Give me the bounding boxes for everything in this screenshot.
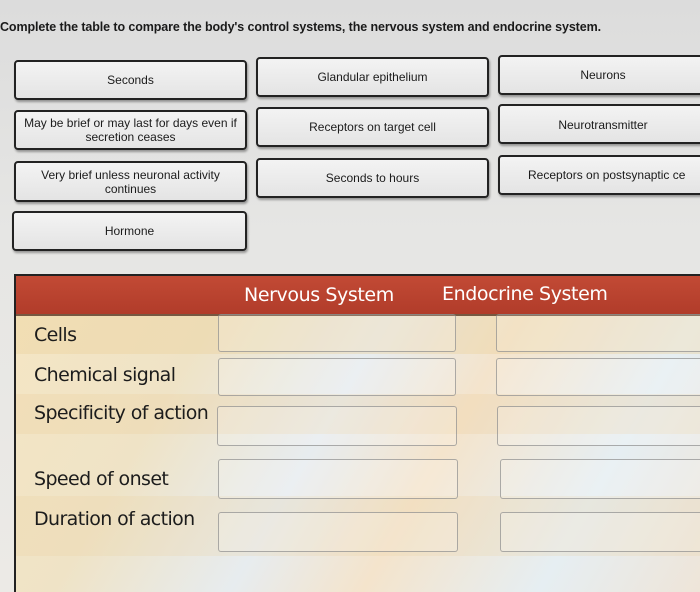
row-band-specificity <box>16 394 700 434</box>
dropzone-endocrine-speed[interactable] <box>500 459 700 499</box>
row-label-cells: Cells <box>34 324 77 346</box>
row-band-cells <box>16 314 700 354</box>
answer-chip-neurons[interactable]: Neurons <box>498 55 700 95</box>
row-label-speed-of-onset: Speed of onset <box>34 468 169 490</box>
answer-chip-hormone[interactable]: Hormone <box>12 211 247 251</box>
row-label-specificity: Specificity of action <box>34 402 209 424</box>
instructions-text: Complete the table to compare the body's… <box>0 20 601 34</box>
dropzone-nervous-speed[interactable] <box>218 459 458 499</box>
row-label-chemical-signal: Chemical signal <box>34 364 176 386</box>
comparison-table: Nervous System Endocrine System Cells Ch… <box>14 274 700 592</box>
answer-chip-may-be-brief[interactable]: May be brief or may last for days even i… <box>14 110 247 150</box>
row-label-duration: Duration of action <box>34 508 195 530</box>
column-header-endocrine: Endocrine System <box>442 283 608 305</box>
answer-chip-seconds-to-hours[interactable]: Seconds to hours <box>256 158 489 198</box>
answer-chip-glandular-epithelium[interactable]: Glandular epithelium <box>256 57 489 97</box>
answer-chip-receptors-target-cell[interactable]: Receptors on target cell <box>256 107 489 147</box>
dropzone-nervous-specificity[interactable] <box>217 406 457 446</box>
dropzone-nervous-chemical-signal[interactable] <box>218 358 456 396</box>
dropzone-endocrine-cells[interactable] <box>496 314 700 352</box>
row-band-duration <box>16 496 700 556</box>
answer-chip-seconds[interactable]: Seconds <box>14 60 247 100</box>
dropzone-endocrine-chemical-signal[interactable] <box>496 358 700 396</box>
dropzone-endocrine-specificity[interactable] <box>497 406 700 446</box>
answer-chip-very-brief[interactable]: Very brief unless neuronal activity cont… <box>14 161 247 202</box>
column-header-nervous: Nervous System <box>244 284 394 306</box>
dropzone-nervous-duration[interactable] <box>218 512 458 552</box>
table-header: Nervous System Endocrine System <box>16 276 700 316</box>
dropzone-nervous-cells[interactable] <box>218 314 456 352</box>
answer-chip-neurotransmitter[interactable]: Neurotransmitter <box>498 104 700 144</box>
answer-chip-receptors-postsynaptic[interactable]: Receptors on postsynaptic ce <box>498 155 700 195</box>
dropzone-endocrine-duration[interactable] <box>500 512 700 552</box>
